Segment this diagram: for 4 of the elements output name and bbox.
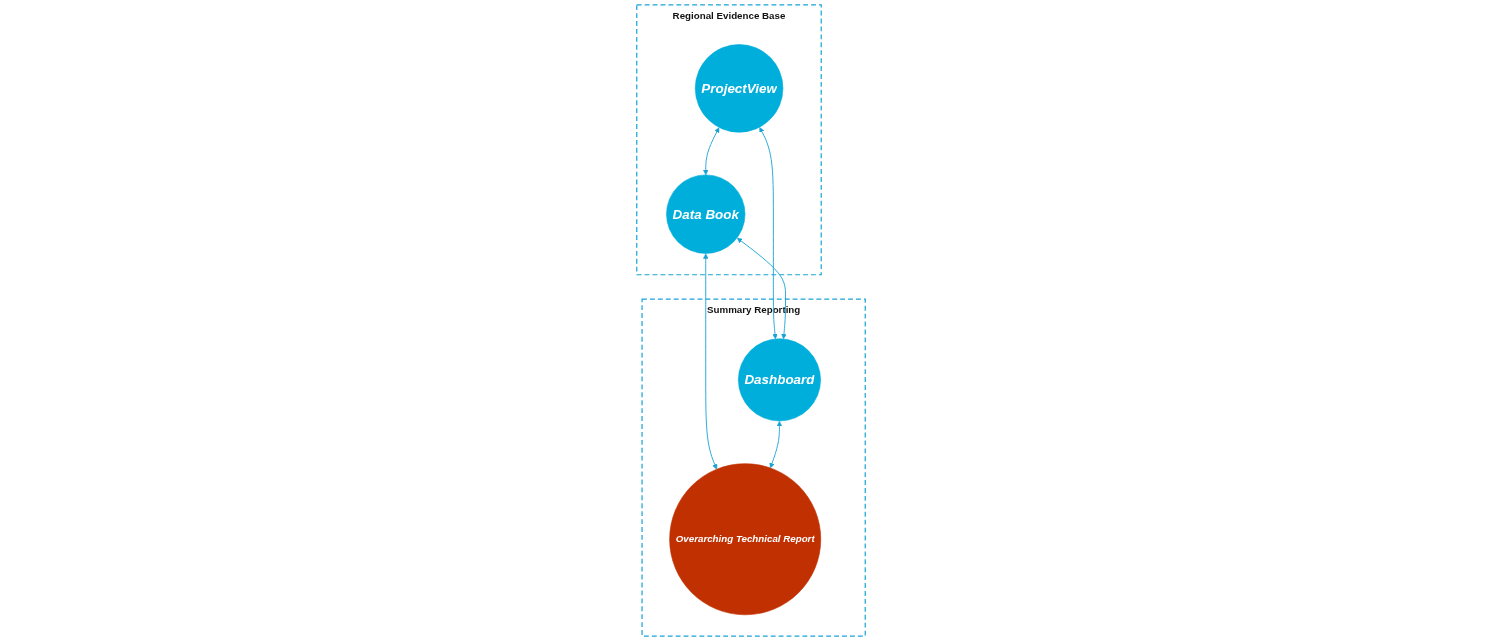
node-circle: Dashboard bbox=[738, 338, 821, 422]
node-circle: Data Book bbox=[666, 174, 746, 254]
node-circle: ProjectView bbox=[694, 44, 784, 133]
node-circle: Overarching Technical Report bbox=[669, 463, 822, 616]
